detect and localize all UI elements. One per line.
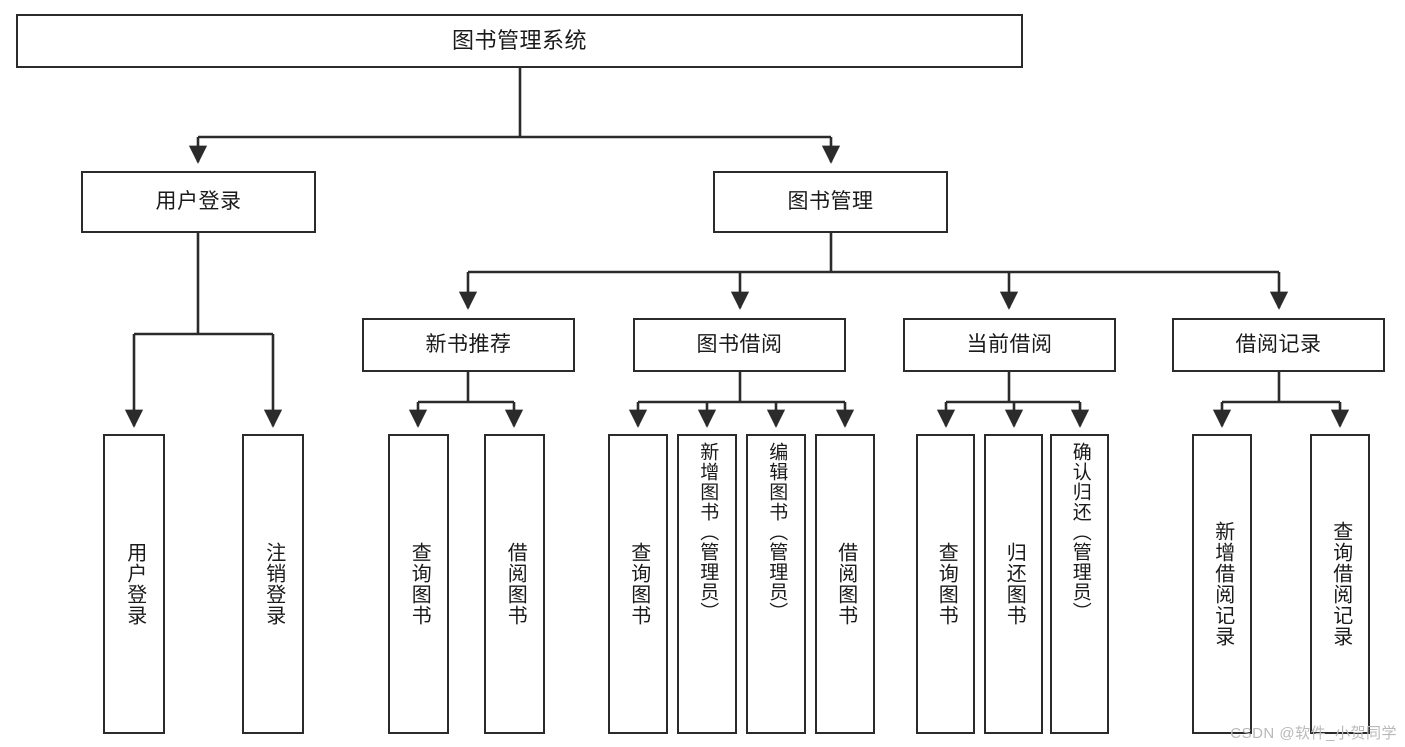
node-leaf-borrow-book-2[interactable]: 借阅图书 bbox=[815, 434, 875, 734]
node-label: 查询图书 bbox=[627, 542, 650, 626]
node-label: 查询图书 bbox=[935, 542, 958, 626]
node-leaf-confirm-return[interactable]: 确认归还（管理员） bbox=[1050, 434, 1109, 734]
node-label: 新增借阅记录 bbox=[1211, 521, 1234, 647]
node-label: 图书管理 bbox=[787, 190, 874, 214]
node-label: 图书管理系统 bbox=[451, 27, 587, 53]
node-leaf-query-record[interactable]: 查询借阅记录 bbox=[1310, 434, 1370, 734]
node-label: 新增图书（管理员） bbox=[697, 442, 719, 622]
node-label: 归还图书 bbox=[1003, 542, 1026, 626]
node-leaf-query-book-2[interactable]: 查询图书 bbox=[608, 434, 668, 734]
node-user-login[interactable]: 用户登录 bbox=[81, 171, 316, 233]
node-leaf-add-record[interactable]: 新增借阅记录 bbox=[1192, 434, 1252, 734]
node-leaf-user-login[interactable]: 用户登录 bbox=[103, 434, 165, 734]
watermark-text: CSDN @软件_小贺同学 bbox=[1230, 725, 1397, 742]
node-label: 查询借阅记录 bbox=[1329, 521, 1352, 647]
node-label: 用户登录 bbox=[155, 190, 242, 214]
node-label: 注销登录 bbox=[262, 542, 285, 626]
node-leaf-add-book[interactable]: 新增图书（管理员） bbox=[677, 434, 737, 734]
node-label: 确认归还（管理员） bbox=[1069, 442, 1091, 622]
node-label: 借阅记录 bbox=[1235, 333, 1322, 357]
node-leaf-return-book[interactable]: 归还图书 bbox=[984, 434, 1043, 734]
node-leaf-logout-login[interactable]: 注销登录 bbox=[242, 434, 304, 734]
node-new-book-recommend[interactable]: 新书推荐 bbox=[362, 318, 575, 372]
node-label: 图书借阅 bbox=[696, 333, 783, 357]
node-label: 查询图书 bbox=[408, 542, 431, 626]
node-label: 借阅图书 bbox=[504, 542, 527, 626]
node-leaf-edit-book[interactable]: 编辑图书（管理员） bbox=[746, 434, 806, 734]
node-label: 新书推荐 bbox=[425, 333, 512, 357]
node-label: 编辑图书（管理员） bbox=[766, 442, 788, 622]
node-leaf-query-book-3[interactable]: 查询图书 bbox=[916, 434, 975, 734]
node-book-manage[interactable]: 图书管理 bbox=[713, 171, 948, 233]
node-current-borrow[interactable]: 当前借阅 bbox=[903, 318, 1116, 372]
node-leaf-query-book-1[interactable]: 查询图书 bbox=[388, 434, 449, 734]
node-leaf-borrow-book-1[interactable]: 借阅图书 bbox=[484, 434, 545, 734]
node-label: 借阅图书 bbox=[834, 542, 857, 626]
node-label: 用户登录 bbox=[123, 542, 146, 626]
node-label: 当前借阅 bbox=[966, 333, 1053, 357]
node-borrow-record[interactable]: 借阅记录 bbox=[1172, 318, 1385, 372]
node-book-borrow[interactable]: 图书借阅 bbox=[633, 318, 846, 372]
node-root-system[interactable]: 图书管理系统 bbox=[16, 14, 1023, 68]
